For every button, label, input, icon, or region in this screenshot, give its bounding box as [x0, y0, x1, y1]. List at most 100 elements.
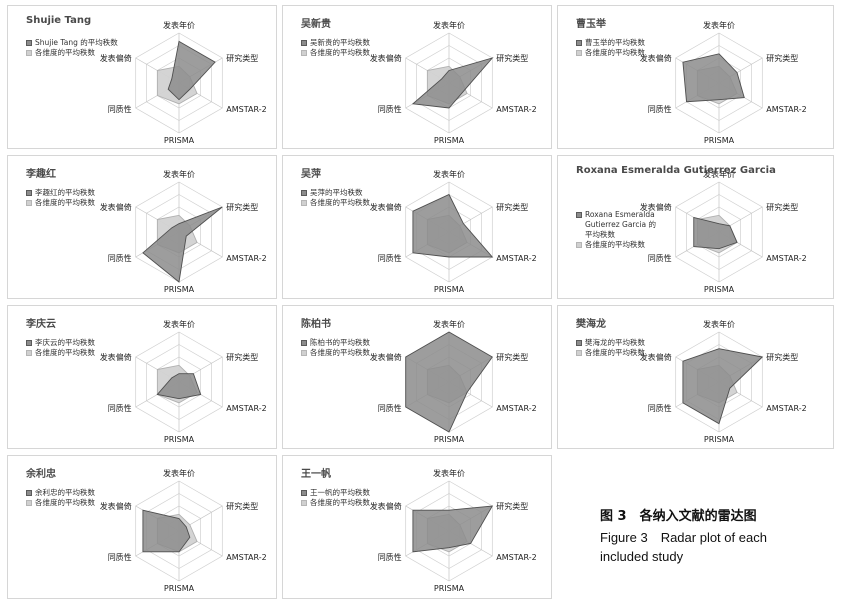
- chart-legend: 樊海龙的平均秩数各维度的平均秩数: [576, 338, 645, 358]
- axis-label-homogeneity: 同质性: [648, 104, 672, 114]
- axis-label-publication-bias: 发表偏倚: [100, 352, 132, 362]
- study-title: 陈柏书: [301, 319, 331, 330]
- legend-swatch: [26, 340, 32, 346]
- axis-label-year: 发表年价: [163, 169, 195, 179]
- legend-label: 各维度的平均秩数: [310, 348, 370, 357]
- caption-chinese: 图 3 各纳入文献的雷达图: [600, 509, 757, 524]
- legend-item-study: 李趣红的平均秩数: [26, 188, 95, 198]
- legend-item-study: 曹玉举的平均秩数: [576, 38, 645, 48]
- axis-label-prisma: PRISMA: [434, 435, 465, 444]
- legend-label: 各维度的平均秩数: [310, 48, 370, 57]
- legend-swatch: [301, 500, 307, 506]
- axis-label-study-type: 研究类型: [496, 202, 528, 212]
- chart-legend: 王一帆的平均秩数各维度的平均秩数: [301, 488, 370, 508]
- study-title: 李趣红: [26, 169, 56, 180]
- axis-label-study-type: 研究类型: [496, 53, 528, 63]
- axis-label-prisma: PRISMA: [434, 584, 465, 593]
- legend-item-study: Roxana Esmeralda Gutierrez Garcia 的平均秩数: [576, 210, 658, 240]
- legend-swatch: [576, 350, 582, 356]
- axis-label-year: 发表年价: [163, 468, 195, 478]
- legend-swatch: [26, 350, 32, 356]
- legend-item-average: 各维度的平均秩数: [576, 240, 658, 250]
- axis-label-homogeneity: 同质性: [378, 253, 402, 263]
- axis-label-amstar2: AMSTAR-2: [766, 105, 806, 114]
- legend-swatch: [301, 190, 307, 196]
- axis-label-amstar2: AMSTAR-2: [226, 553, 266, 562]
- axis-label-prisma: PRISMA: [164, 136, 195, 145]
- axis-label-study-type: 研究类型: [226, 53, 258, 63]
- legend-item-average: 各维度的平均秩数: [301, 48, 370, 58]
- study-series-area: [412, 193, 494, 258]
- axis-label-year: 发表年价: [433, 20, 465, 30]
- study-title: Shujie Tang: [26, 15, 92, 26]
- axis-label-prisma: PRISMA: [164, 584, 195, 593]
- chart-legend: 余利忠的平均秩数各维度的平均秩数: [26, 488, 95, 508]
- axis-label-publication-bias: 发表偏倚: [640, 352, 672, 362]
- axis-label-study-type: 研究类型: [226, 352, 258, 362]
- study-series-area: [693, 216, 738, 250]
- legend-swatch: [301, 490, 307, 496]
- axis-label-year: 发表年价: [163, 319, 195, 329]
- axis-label-study-type: 研究类型: [226, 501, 258, 511]
- study-series-area: [156, 373, 202, 400]
- axis-label-prisma: PRISMA: [434, 136, 465, 145]
- legend-label: 樊海龙的平均秩数: [585, 338, 645, 347]
- axis-label-study-type: 研究类型: [766, 352, 798, 362]
- legend-item-study: 吴新贵的平均秩数: [301, 38, 370, 48]
- axis-label-homogeneity: 同质性: [378, 403, 402, 413]
- legend-item-average: 各维度的平均秩数: [576, 48, 645, 58]
- study-title: Roxana Esmeralda Gutierrez Garcia: [576, 165, 776, 176]
- legend-label: 各维度的平均秩数: [585, 348, 645, 357]
- axis-label-homogeneity: 同质性: [108, 552, 132, 562]
- axis-label-year: 发表年价: [433, 319, 465, 329]
- legend-item-average: 各维度的平均秩数: [26, 348, 95, 358]
- axis-label-homogeneity: 同质性: [378, 104, 402, 114]
- legend-label: 各维度的平均秩数: [35, 48, 95, 57]
- axis-label-amstar2: AMSTAR-2: [226, 404, 266, 413]
- chart-legend: 李趣红的平均秩数各维度的平均秩数: [26, 188, 95, 208]
- axis-label-prisma: PRISMA: [704, 435, 735, 444]
- axis-label-study-type: 研究类型: [496, 352, 528, 362]
- chart-legend: 吴萍的平均秩数各维度的平均秩数: [301, 188, 370, 208]
- legend-item-average: 各维度的平均秩数: [26, 198, 95, 208]
- legend-swatch: [301, 50, 307, 56]
- legend-swatch: [301, 350, 307, 356]
- chart-legend: 曹玉举的平均秩数各维度的平均秩数: [576, 38, 645, 58]
- legend-label: 各维度的平均秩数: [585, 48, 645, 57]
- study-title: 樊海龙: [576, 319, 606, 330]
- legend-swatch: [576, 212, 582, 218]
- legend-label: 吴新贵的平均秩数: [310, 38, 370, 47]
- axis-label-prisma: PRISMA: [164, 285, 195, 294]
- axis-label-homogeneity: 同质性: [378, 552, 402, 562]
- legend-swatch: [26, 50, 32, 56]
- legend-label: Shujie Tang 的平均秩数: [35, 38, 118, 47]
- legend-label: 各维度的平均秩数: [310, 498, 370, 507]
- axis-label-prisma: PRISMA: [434, 285, 465, 294]
- legend-label: 各维度的平均秩数: [35, 498, 95, 507]
- axis-label-year: 发表年价: [163, 20, 195, 30]
- study-series-area: [142, 206, 223, 283]
- chart-legend: 陈柏书的平均秩数各维度的平均秩数: [301, 338, 370, 358]
- axis-label-publication-bias: 发表偏倚: [640, 202, 672, 212]
- legend-item-average: 各维度的平均秩数: [26, 48, 118, 58]
- axis-label-study-type: 研究类型: [766, 202, 798, 212]
- legend-swatch: [26, 490, 32, 496]
- axis-label-homogeneity: 同质性: [108, 104, 132, 114]
- axis-label-publication-bias: 发表偏倚: [370, 352, 402, 362]
- legend-label: 各维度的平均秩数: [585, 240, 645, 249]
- legend-item-average: 各维度的平均秩数: [301, 498, 370, 508]
- axis-label-homogeneity: 同质性: [108, 403, 132, 413]
- chart-legend: Roxana Esmeralda Gutierrez Garcia 的平均秩数各…: [576, 210, 658, 250]
- legend-item-average: 各维度的平均秩数: [26, 498, 95, 508]
